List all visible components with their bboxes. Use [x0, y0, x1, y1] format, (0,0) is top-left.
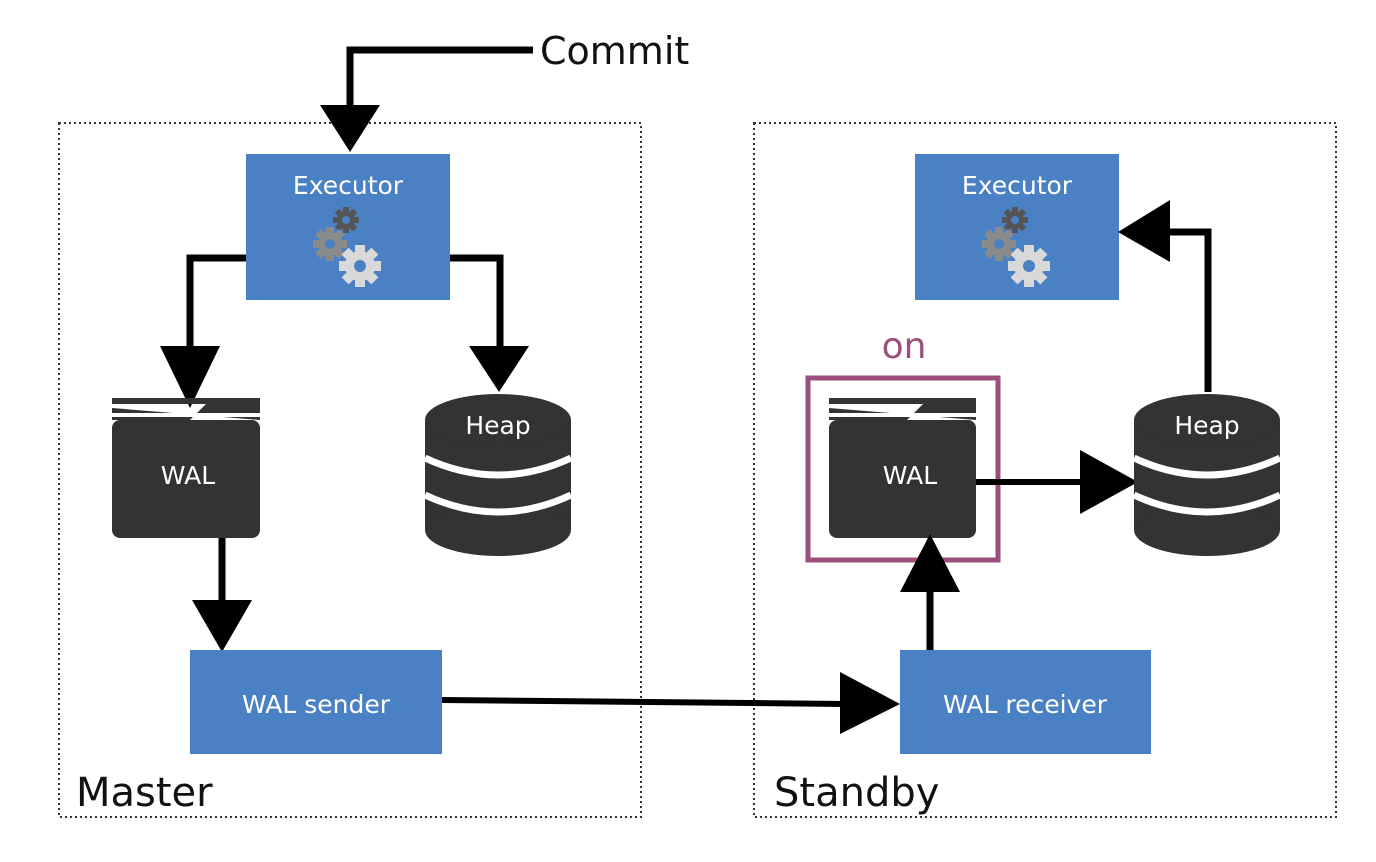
- standby-executor-box: Executor: [915, 154, 1119, 300]
- database-icon: [1132, 394, 1282, 556]
- wal-highlight-frame: [805, 375, 1001, 563]
- commit-arrow: [320, 46, 533, 152]
- master-wal-folder: WAL: [112, 398, 260, 538]
- folder-icon: [112, 398, 260, 538]
- sender-to-receiver-arrow: [441, 672, 900, 734]
- commit-label: Commit: [540, 29, 689, 73]
- master-heap-database: Heap: [423, 394, 573, 556]
- wal-sender-box: WAL sender: [190, 650, 442, 754]
- master-wal-label: WAL: [161, 461, 215, 490]
- wal-to-sender-arrow: [192, 538, 252, 652]
- standby-wal-label: WAL: [883, 461, 937, 490]
- master-heap-label: Heap: [465, 411, 530, 440]
- wal-receiver-label: WAL receiver: [943, 690, 1108, 719]
- master-executor-label: Executor: [293, 171, 404, 200]
- standby-heap-label: Heap: [1174, 411, 1239, 440]
- executor-to-heap-arrow: [450, 254, 529, 392]
- master-label: Master: [76, 770, 213, 816]
- highlight-on-label: on: [882, 326, 927, 367]
- master-executor-box: Executor: [246, 154, 450, 300]
- standby-wal-folder: WAL: [829, 398, 976, 538]
- wal-receiver-box: WAL receiver: [900, 650, 1151, 754]
- standby-executor-label: Executor: [962, 171, 1073, 200]
- folder-icon: [829, 398, 976, 538]
- executor-to-wal-arrow: [160, 254, 246, 408]
- receiver-to-wal-arrow: [900, 534, 960, 650]
- standby-heap-database: Heap: [1132, 394, 1282, 556]
- heap-to-executor-arrow: [1118, 200, 1212, 392]
- wal-sender-label: WAL sender: [242, 690, 391, 719]
- standby-label: Standby: [774, 770, 939, 816]
- database-icon: [423, 394, 573, 556]
- standby-container: [753, 122, 1337, 818]
- wal-to-heap-arrow: [976, 450, 1138, 514]
